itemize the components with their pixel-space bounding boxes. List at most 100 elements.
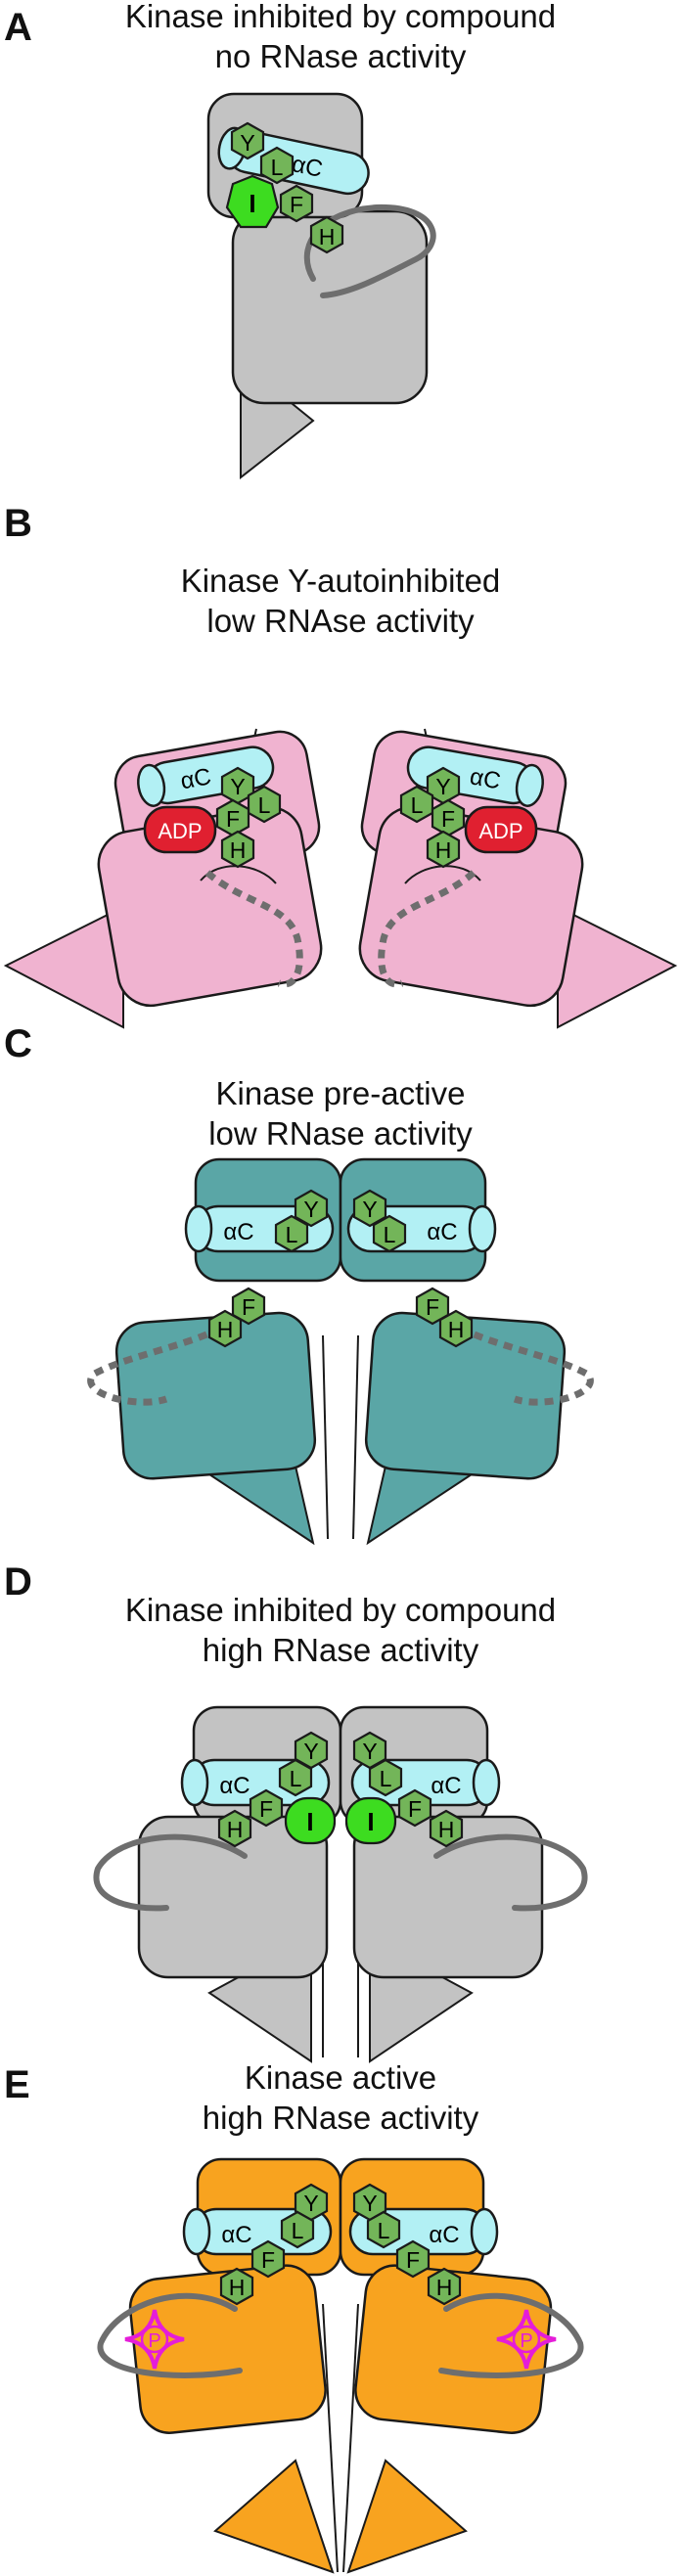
svg-text:H: H: [229, 2275, 246, 2300]
svg-text:L: L: [384, 1222, 396, 1247]
svg-text:L: L: [292, 2218, 304, 2243]
panel-title-line-2: high RNase activity: [202, 1632, 479, 1668]
kinase-monomer-right: αC Y L F H: [339, 1157, 594, 1546]
svg-text:I: I: [249, 189, 255, 218]
kinase-diagram-b: αC ADP Y L F H: [3, 728, 678, 1029]
residue-f: F: [397, 1788, 432, 1828]
svg-text:L: L: [378, 2218, 390, 2243]
svg-text:F: F: [290, 192, 303, 217]
residue-l: L: [259, 146, 295, 185]
panel-a: A Kinase inhibited by compound no RNase …: [0, 0, 681, 494]
adp: ADP: [143, 805, 217, 854]
helix-label: αC: [431, 1773, 461, 1799]
panel-b: B Kinase Y-autoinhibited low RNAse activ…: [0, 494, 681, 1029]
helix-label: αC: [221, 2222, 251, 2248]
inhibitor-compound: I: [344, 1796, 397, 1845]
kinase-monomer-right: αC P Y L F H: [339, 2157, 584, 2574]
svg-text:F: F: [261, 2247, 275, 2273]
svg-text:L: L: [380, 1766, 392, 1791]
residue-l: L: [247, 785, 282, 824]
residue-l: L: [368, 1758, 403, 1797]
panel-d: D Kinase inhibited by compound high RNas…: [0, 1541, 681, 2063]
linker-line: [322, 2303, 339, 2573]
residue-f: F: [415, 1287, 450, 1326]
svg-text:Y: Y: [362, 1739, 377, 1764]
panel-c: C Kinase pre-active low RNase activity α…: [0, 1022, 681, 1546]
svg-text:F: F: [242, 1294, 255, 1320]
activation-loop: [97, 2292, 243, 2378]
activation-loop: [438, 2292, 584, 2378]
svg-text:ADP: ADP: [478, 819, 522, 843]
inhibitor-compound: I: [225, 174, 280, 229]
linker-line: [322, 1334, 329, 1540]
residue-f: F: [279, 184, 314, 223]
panel-title-line-1: Kinase inhibited by compound: [124, 1592, 557, 1628]
c-lobe: [128, 2264, 327, 2434]
kinase-monomer-right: αC Y L F H I: [339, 1705, 588, 2063]
helix-label: αC: [223, 1219, 253, 1245]
svg-text:P: P: [148, 2330, 160, 2352]
rnase-domain: [3, 905, 124, 1029]
activation-loop: [433, 1833, 588, 1912]
helix-label: αC: [429, 2222, 459, 2248]
residue-h: H: [220, 830, 255, 869]
svg-text:L: L: [258, 792, 271, 818]
svg-text:Y: Y: [435, 774, 450, 799]
svg-text:F: F: [441, 806, 455, 832]
svg-text:H: H: [227, 1817, 244, 1842]
residue-f: F: [231, 1287, 266, 1326]
activation-loop-disordered: [204, 870, 303, 988]
activation-loop-disordered: [444, 1318, 594, 1406]
residue-h: H: [438, 1309, 474, 1348]
activation-loop-disordered: [87, 1318, 237, 1406]
panel-label: E: [4, 2063, 30, 2106]
svg-text:Y: Y: [362, 2191, 377, 2216]
residue-l: L: [372, 1214, 407, 1253]
svg-text:H: H: [435, 837, 452, 863]
svg-text:F: F: [408, 1796, 422, 1822]
svg-text:I: I: [367, 1807, 374, 1836]
svg-text:H: H: [436, 2275, 453, 2300]
panel-title: Kinase Y-autoinhibited low RNAse activit…: [0, 561, 681, 641]
svg-text:H: H: [217, 1317, 234, 1342]
kinase-diagram-d: αC Y L F H I: [93, 1705, 588, 2063]
residue-h: H: [309, 215, 344, 254]
activation-loop-disordered: [378, 870, 477, 988]
residue-l: L: [366, 2210, 401, 2249]
helix-label: αC: [468, 763, 502, 794]
kinase-diagram-e: αC P Y L F H: [97, 2157, 584, 2574]
svg-text:Y: Y: [362, 1197, 377, 1222]
kinase-monomer-left: αC ADP Y L F H: [3, 728, 323, 1029]
svg-text:L: L: [411, 792, 424, 818]
residue-y: Y: [230, 121, 265, 160]
residue-l: L: [280, 2210, 315, 2249]
svg-text:F: F: [426, 1294, 439, 1320]
residue-y: Y: [294, 2183, 329, 2222]
panel-title-line-1: Kinase pre-active: [215, 1075, 466, 1111]
svg-text:ADP: ADP: [158, 819, 202, 843]
svg-text:H: H: [230, 837, 247, 863]
residue-f: F: [431, 798, 466, 837]
residue-h: H: [217, 1809, 252, 1848]
helix-label: αC: [219, 1773, 250, 1799]
kinase-diagram-a: αC Y L F H I: [206, 92, 436, 480]
c-lobe: [354, 2264, 553, 2434]
helix-label: αC: [290, 151, 325, 183]
kinase-monomer-left: αC Y L F H: [87, 1157, 342, 1546]
activation-loop: [93, 1833, 248, 1912]
svg-text:P: P: [520, 2330, 532, 2352]
svg-text:L: L: [286, 1222, 298, 1247]
svg-text:H: H: [438, 1817, 455, 1842]
svg-text:L: L: [290, 1766, 302, 1791]
panel-label: C: [4, 1022, 32, 1065]
panel-title: Kinase inhibited by compound no RNase ac…: [0, 0, 681, 76]
panel-label: A: [4, 6, 32, 49]
panel-title-line-2: no RNase activity: [214, 38, 467, 74]
residue-f: F: [395, 2239, 431, 2279]
residue-l: L: [274, 1214, 309, 1253]
residue-y: Y: [294, 1189, 329, 1228]
residue-l: L: [399, 785, 434, 824]
kinase-monomer-left: αC Y L F H I: [93, 1705, 342, 2063]
residue-l: L: [278, 1758, 313, 1797]
residue-f: F: [215, 798, 250, 837]
